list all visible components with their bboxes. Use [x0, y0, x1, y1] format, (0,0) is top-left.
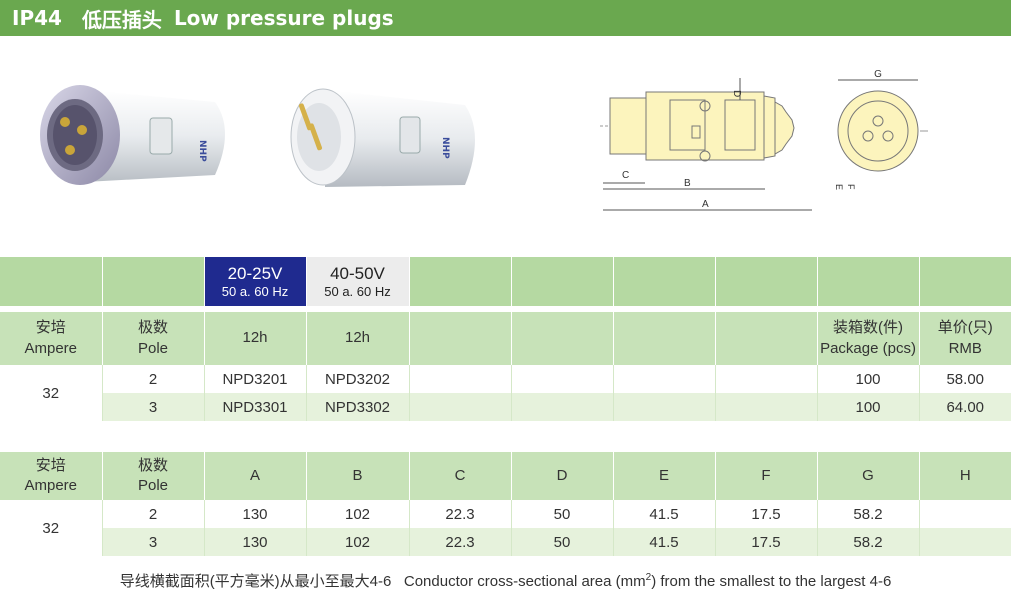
footnote-cn: 导线横截面积(平方毫米)从最小至最大4-6 [119, 573, 392, 590]
svg-text:NHP: NHP [197, 140, 207, 162]
dim-label-c: C [622, 170, 629, 181]
table-row: 3 NPD3301 NPD3302 100 64.00 [0, 393, 1011, 421]
product-code: IP44 [12, 6, 62, 30]
dim-header-f: F [715, 452, 818, 500]
dim-header-a: A [204, 452, 307, 500]
product-table: 20-25V 50 a. 60 Hz 40-50V 50 a. 60 Hz 安培… [0, 257, 1011, 421]
side-view-drawing: C B A D [600, 78, 812, 211]
voltage-range-1: 20-25V [227, 264, 283, 283]
plug-photo-3pin: NHP [40, 85, 225, 185]
plug-photo-2pin: NHP [290, 88, 475, 187]
hour-header-1: 12h [204, 312, 307, 365]
dim-header-e: E [613, 452, 716, 500]
dim-header-h: H [919, 452, 1011, 500]
front-view-drawing: G E F [834, 69, 928, 190]
dim-label-a: A [702, 199, 709, 210]
ampere-value: 32 [0, 500, 103, 556]
footnote-en-after: ) from the smallest to the largest 4-6 [651, 573, 892, 590]
dim-label-f: F [846, 184, 856, 190]
voltage-40-50v-cell: 40-50V 50 a. 60 Hz [306, 257, 410, 306]
voltage-freq-2: 50 a. 60 Hz [324, 284, 391, 299]
voltage-range-2: 40-50V [330, 264, 385, 283]
package-header: 装箱数(件)Package (pcs) [817, 312, 920, 365]
price-header: 单价(只)RMB [919, 312, 1011, 365]
footnote-sup: 2 [645, 572, 652, 583]
hour-header-2: 12h [306, 312, 410, 365]
voltage-20-25v-cell: 20-25V 50 a. 60 Hz [204, 257, 307, 306]
svg-text:NHP: NHP [440, 137, 450, 159]
table-row: 32 2 130 102 22.3 50 41.5 17.5 58.2 [0, 500, 1011, 556]
dim-label-g: G [874, 69, 882, 80]
footnote: 导线横截面积(平方毫米)从最小至最大4-6 Conductor cross-se… [0, 570, 1011, 591]
footnote-en-before: Conductor cross-sectional area (mm [403, 573, 646, 590]
title-en: Low pressure plugs [173, 6, 394, 30]
dim-header-d: D [511, 452, 614, 500]
dim-label-d: D [731, 90, 742, 97]
dim-header-b: B [306, 452, 410, 500]
dim-label-e: E [834, 184, 844, 190]
table-row: 3 130 102 22.3 50 41.5 17.5 58.2 [0, 528, 1011, 556]
dim-header-c: C [409, 452, 512, 500]
voltage-freq-1: 50 a. 60 Hz [221, 284, 289, 299]
title-bar: IP44 低压插头 Low pressure plugs [0, 0, 1011, 36]
table-row: 32 2 NPD3201 NPD3202 100 58.00 [0, 365, 1011, 421]
title-cn: 低压插头 [81, 7, 162, 32]
ampere-value: 32 [0, 365, 103, 421]
dim-header-g: G [817, 452, 920, 500]
dim-label-b: B [684, 178, 691, 189]
